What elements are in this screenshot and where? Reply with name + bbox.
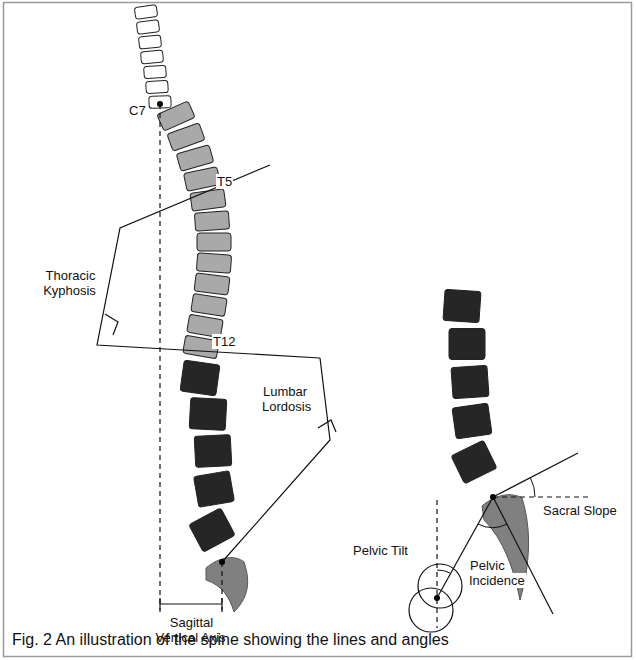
angle-label: Pelvic Incidence [469,558,531,588]
sacral-point [490,494,496,500]
cervical-vertebra [136,20,159,35]
lumbar-vertebra [180,360,235,552]
angle-label: Lumbar Lordosis [262,384,320,414]
cervical-vertebra [141,50,164,64]
label-text: T12 [212,334,236,349]
vertebra-label: T5 [216,174,246,189]
label-text: Thoracic Kyphosis [43,268,97,298]
angle-mark [105,314,118,335]
lumbar-vertebra [443,289,497,484]
angle-arc [478,524,507,528]
figure-frame [4,3,632,657]
thoracic-vertebra [194,211,229,231]
lumbar-vertebra [443,289,481,322]
label-text: C7 [128,103,147,118]
label-text: T5 [216,174,233,189]
angle-label: Pelvic Tilt [352,543,426,558]
thoracic-vertebra [191,293,227,316]
angle-arc [437,570,450,573]
thoracic-vertebra [197,233,231,251]
horizontal-reference [493,496,592,497]
vertebra-label: C7 [128,103,158,118]
label-text: Lumbar Lordosis [262,384,312,414]
lumbar-vertebra [449,329,485,360]
thoracic-vertebra [176,145,214,172]
angle-label: Thoracic Kyphosis [38,268,102,298]
angle-mark [318,420,336,432]
plumb-line [159,104,160,612]
thoracic-vertebra [190,189,226,212]
label-text: Pelvic Tilt [352,543,409,558]
cervical-vertebra [146,80,169,93]
lumbar-vertebra [180,360,220,396]
c7-point [157,101,163,107]
thoracic-vertebra [196,253,231,273]
sacral-endplate-line [493,453,578,497]
label-text: Sacral Slope [542,503,618,518]
dimension-tick [159,598,160,610]
cervical-vertebra [138,35,161,49]
femoral-head [409,588,453,632]
plumb-line [221,562,222,612]
lumbar-vertebra [194,471,235,508]
lordosis-line [222,358,330,562]
angle-arc [530,477,535,497]
sacral-point [219,559,225,565]
lumbar-vertebra [452,403,492,439]
thoracic-vertebra [157,101,232,359]
lumbar-vertebra [451,440,497,484]
lumbar-vertebra [194,435,232,468]
lumbar-vertebra [189,508,235,552]
kyphosis-line [97,165,320,358]
cervical-vertebra [144,65,167,79]
cervical-vertebra [134,5,157,20]
angle-label: Sacral Slope [542,503,622,518]
femoral-head [418,564,462,608]
vertebra-label: T12 [212,334,246,349]
figure-caption: Fig. 2 An illustration of the spine show… [12,630,622,649]
dimension-line [160,603,222,604]
hip-axis-point [434,595,440,601]
lumbar-vertebra [451,365,489,398]
dimension-tick [221,598,222,610]
cervical-vertebra [134,5,171,109]
cervical-vertebra [149,96,171,109]
label-text: Pelvic Incidence [469,558,526,588]
lumbar-vertebra [189,398,227,431]
thoracic-vertebra [194,273,230,295]
